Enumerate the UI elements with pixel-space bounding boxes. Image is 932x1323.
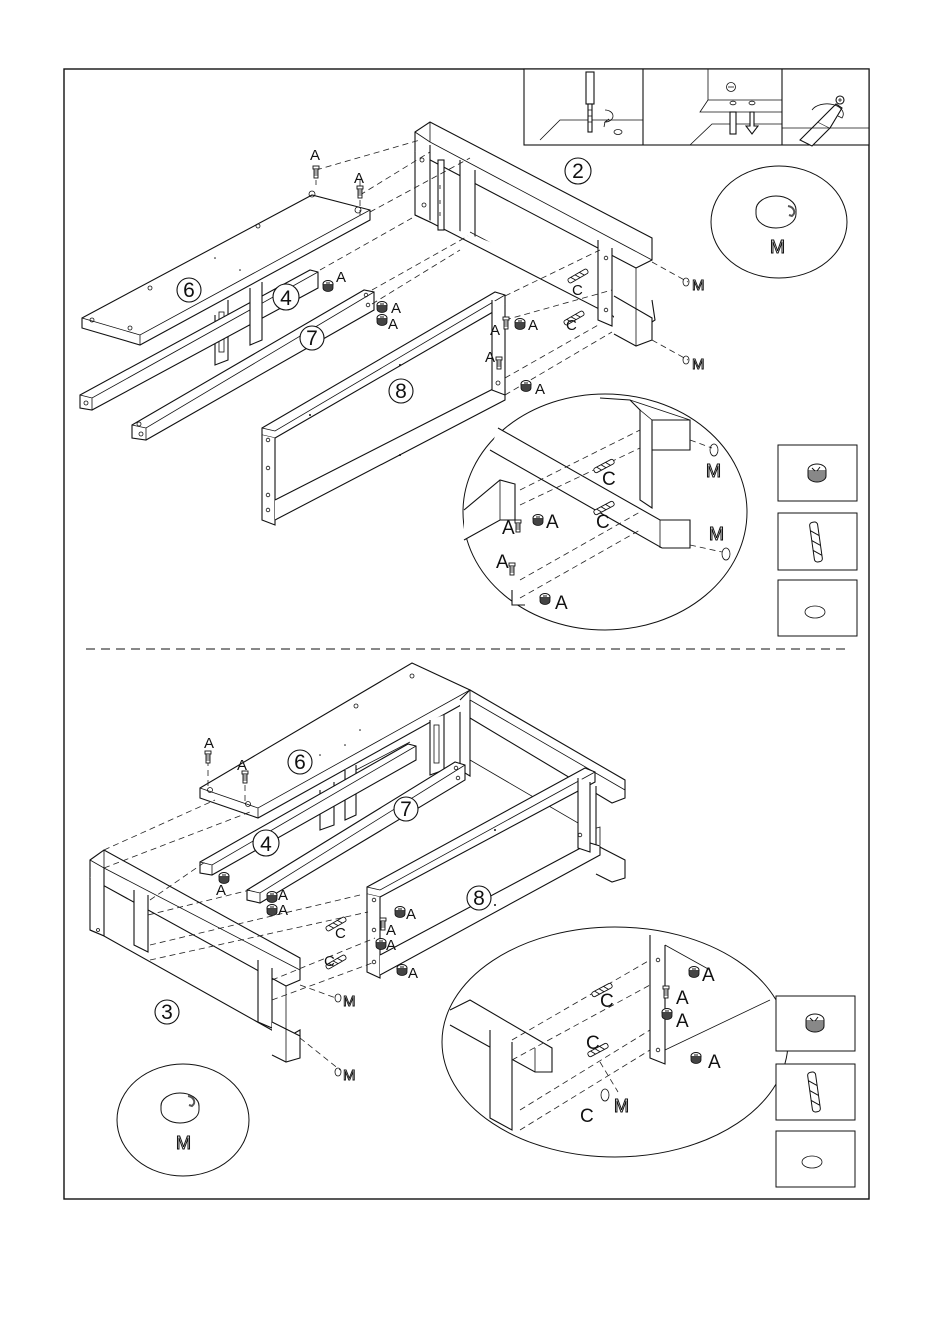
label-m: M bbox=[176, 1133, 191, 1153]
label-a: A bbox=[676, 988, 689, 1009]
part-6-label: 6 bbox=[183, 279, 195, 302]
label-a: A bbox=[535, 381, 545, 398]
label-a: A bbox=[406, 906, 416, 923]
label-a: A bbox=[336, 269, 346, 286]
label-a: A bbox=[708, 1052, 721, 1073]
label-a: A bbox=[388, 316, 398, 333]
hardware-legend-lower bbox=[776, 996, 855, 1187]
label-c: C bbox=[580, 1106, 594, 1127]
label-a: A bbox=[502, 518, 515, 539]
part-8-label: 8 bbox=[473, 887, 485, 910]
label-c: C bbox=[602, 469, 616, 490]
label-a: A bbox=[496, 552, 509, 573]
step-number: 3 bbox=[161, 1001, 173, 1024]
cover-cap-icon bbox=[805, 606, 825, 618]
label-a: A bbox=[555, 593, 568, 614]
label-a: A bbox=[528, 317, 538, 334]
zoom-detail-lower: C C C A A A A M bbox=[442, 927, 788, 1157]
lower-assembly: 6 4 7 bbox=[90, 663, 855, 1187]
label-m: M bbox=[692, 356, 705, 373]
label-m: M bbox=[343, 1067, 356, 1084]
label-m: M bbox=[770, 237, 785, 257]
panel-6 bbox=[82, 191, 370, 365]
label-c: C bbox=[572, 282, 583, 299]
part-4-label: 4 bbox=[260, 833, 272, 856]
label-m: M bbox=[709, 524, 724, 544]
upper-assembly: 2 bbox=[80, 122, 857, 636]
part-7-label: 7 bbox=[306, 327, 318, 350]
part-4-label: 4 bbox=[280, 287, 292, 310]
label-a: A bbox=[204, 735, 214, 752]
cam-lock-icon bbox=[808, 464, 826, 482]
cover-cap-detail: M bbox=[117, 1064, 249, 1176]
cam-lock-icon bbox=[806, 1014, 824, 1032]
cover-cap-icon bbox=[802, 1156, 822, 1168]
label-m: M bbox=[706, 461, 721, 481]
label-m: M bbox=[692, 277, 705, 294]
label-a: A bbox=[278, 902, 288, 919]
label-c: C bbox=[600, 991, 614, 1012]
part-7-label: 7 bbox=[400, 798, 412, 821]
cover-cap-detail: M bbox=[711, 166, 847, 278]
label-m: M bbox=[343, 993, 356, 1010]
part-6-label: 6 bbox=[294, 751, 306, 774]
label-c: C bbox=[586, 1033, 600, 1054]
step-number: 2 bbox=[572, 160, 584, 183]
label-c: C bbox=[596, 512, 610, 533]
label-c: C bbox=[566, 317, 577, 334]
label-m: M bbox=[614, 1096, 629, 1116]
label-a: A bbox=[408, 965, 418, 982]
label-a: A bbox=[490, 322, 500, 339]
label-c: C bbox=[335, 925, 346, 942]
label-a: A bbox=[216, 882, 226, 899]
label-a: A bbox=[485, 349, 495, 366]
part-8-label: 8 bbox=[395, 380, 407, 403]
detail-strip bbox=[524, 69, 869, 146]
label-a: A bbox=[676, 1011, 689, 1032]
label-a: A bbox=[702, 965, 715, 986]
label-a: A bbox=[354, 170, 364, 187]
label-c: C bbox=[324, 953, 335, 970]
label-a: A bbox=[391, 300, 401, 317]
label-a: A bbox=[310, 147, 320, 164]
label-a: A bbox=[386, 937, 396, 954]
label-a: A bbox=[546, 512, 559, 533]
zoom-detail-upper: C C A A A A M M bbox=[463, 394, 747, 630]
hardware-legend-upper bbox=[778, 445, 857, 636]
side-frame-right bbox=[415, 122, 655, 346]
